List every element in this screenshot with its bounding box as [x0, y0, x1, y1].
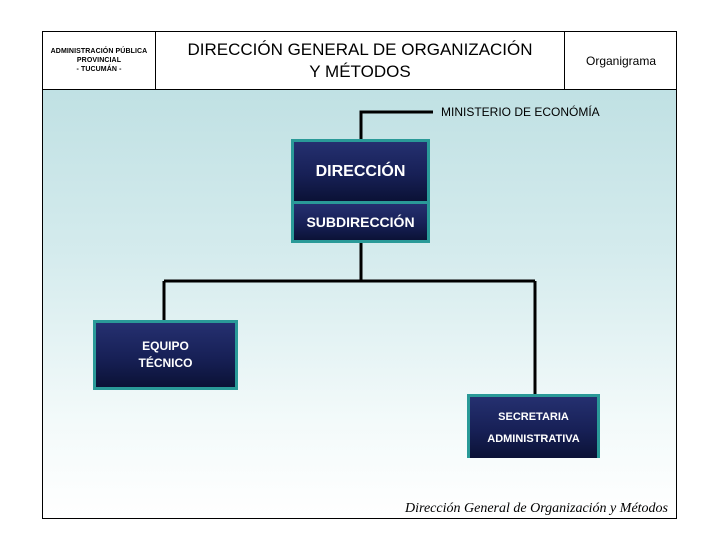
header-bar: ADMINISTRACIÓN PÚBLICA PROVINCIAL - TUCU… — [43, 32, 676, 90]
document-type-label: Organigrama — [585, 53, 657, 68]
secretaria-label-line1: SECRETARIA — [498, 410, 569, 423]
title-cell: DIRECCIÓN GENERAL DE ORGANIZACIÓN Y MÉTO… — [156, 32, 565, 89]
connector-lines — [162, 110, 537, 395]
direccion-box: DIRECCIÓN — [291, 139, 430, 204]
equipo-label-line1: EQUIPO — [142, 339, 189, 353]
org-name-line2: PROVINCIAL — [76, 57, 122, 64]
org-name-cell: ADMINISTRACIÓN PÚBLICA PROVINCIAL - TUCU… — [43, 32, 156, 89]
equipo-label-line2: TÉCNICO — [138, 356, 193, 370]
org-name-line1: ADMINISTRACIÓN PÚBLICA — [50, 48, 148, 55]
connector-to-ministerio — [359, 110, 433, 140]
slide-frame: ADMINISTRACIÓN PÚBLICA PROVINCIAL - TUCU… — [42, 31, 677, 519]
equipo-tecnico-box: EQUIPO TÉCNICO — [93, 320, 238, 390]
direccion-label: DIRECCIÓN — [315, 162, 406, 180]
footer-caption: Dirección General de Organización y Méto… — [405, 501, 668, 516]
document-type-cell: Organigrama — [565, 32, 676, 89]
org-name-line3: - TUCUMÁN - — [76, 66, 122, 73]
ministerio-label: MINISTERIO DE ECONÓMÍA — [441, 105, 600, 119]
subdireccion-box: SUBDIRECCIÓN — [291, 201, 430, 243]
page-title-line2: Y MÉTODOS — [309, 61, 411, 81]
secretaria-administrativa-box: SECRETARIA ADMINISTRATIVA — [467, 394, 600, 458]
page-title-line1: DIRECCIÓN GENERAL DE ORGANIZACIÓN — [187, 39, 533, 59]
secretaria-label-line2: ADMINISTRATIVA — [487, 432, 580, 445]
subdireccion-label: SUBDIRECCIÓN — [306, 214, 415, 230]
